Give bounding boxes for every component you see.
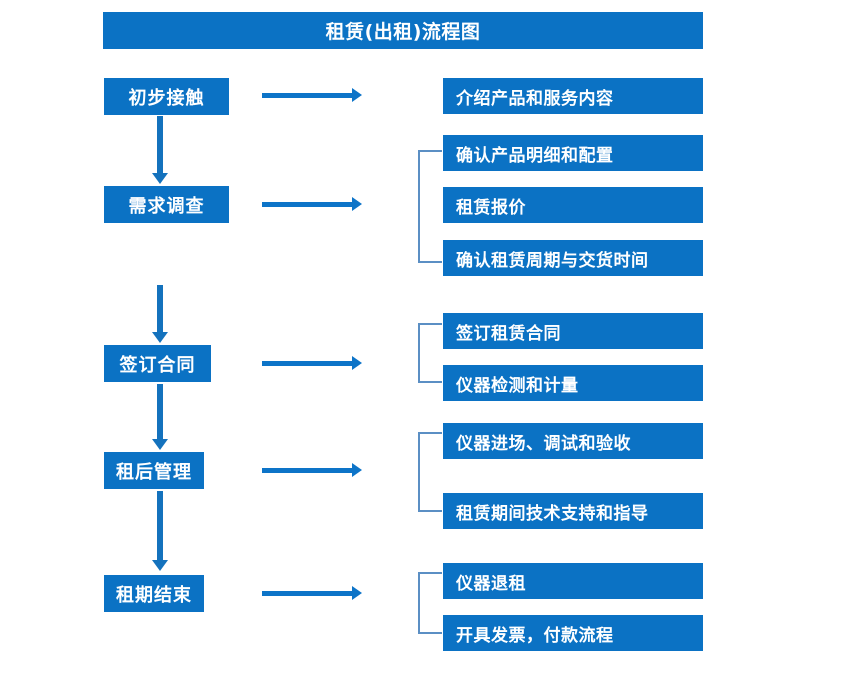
detail-box-10[interactable]: 开具发票，付款流程 [443,615,703,651]
bracket-group-closing [418,572,442,634]
arrow-shaft [262,468,352,473]
arrow-shaft [157,285,163,332]
arrow-head [352,197,362,211]
stage-box-3[interactable]: 签订合同 [104,345,211,382]
arrow-head [152,173,168,184]
arrow-head [352,88,362,102]
stage-box-1[interactable]: 初步接触 [104,78,229,115]
arrow-shaft [262,361,352,366]
arrow-step3-to-step4-icon [152,384,168,450]
arrow-stage-2-to-details-icon [262,197,362,211]
arrow-step2-to-step3-icon [152,285,168,343]
page-title: 租赁(出租)流程图 [103,12,703,49]
bracket-group-management [418,432,442,512]
arrow-shaft [262,93,352,98]
arrow-stage-3-to-details-icon [262,356,362,370]
arrow-shaft [157,116,163,173]
stage-box-2[interactable]: 需求调查 [104,186,229,223]
detail-box-4[interactable]: 确认租赁周期与交货时间 [443,240,703,276]
arrow-shaft [157,491,163,560]
arrow-stage-4-to-details-icon [262,463,362,477]
detail-box-3[interactable]: 租赁报价 [443,187,703,223]
detail-box-5[interactable]: 签订租赁合同 [443,313,703,349]
arrow-shaft [157,384,163,439]
arrow-head [352,586,362,600]
detail-box-1[interactable]: 介绍产品和服务内容 [443,78,703,114]
bracket-group-requirements [418,150,442,263]
detail-box-7[interactable]: 仪器进场、调试和验收 [443,423,703,459]
arrow-step4-to-step5-icon [152,491,168,571]
arrow-step1-to-step2-icon [152,116,168,184]
arrow-head [152,332,168,343]
arrow-head [152,439,168,450]
stage-box-5[interactable]: 租期结束 [104,575,204,612]
arrow-shaft [262,591,352,596]
arrow-head [152,560,168,571]
stage-box-4[interactable]: 租后管理 [104,452,204,489]
arrow-shaft [262,202,352,207]
arrow-stage-1-to-details-icon [262,88,362,102]
detail-box-6[interactable]: 仪器检测和计量 [443,365,703,401]
detail-box-9[interactable]: 仪器退租 [443,563,703,599]
detail-box-2[interactable]: 确认产品明细和配置 [443,135,703,171]
detail-box-8[interactable]: 租赁期间技术支持和指导 [443,493,703,529]
arrow-head [352,356,362,370]
arrow-stage-5-to-details-icon [262,586,362,600]
arrow-head [352,463,362,477]
bracket-group-contract [418,323,442,383]
